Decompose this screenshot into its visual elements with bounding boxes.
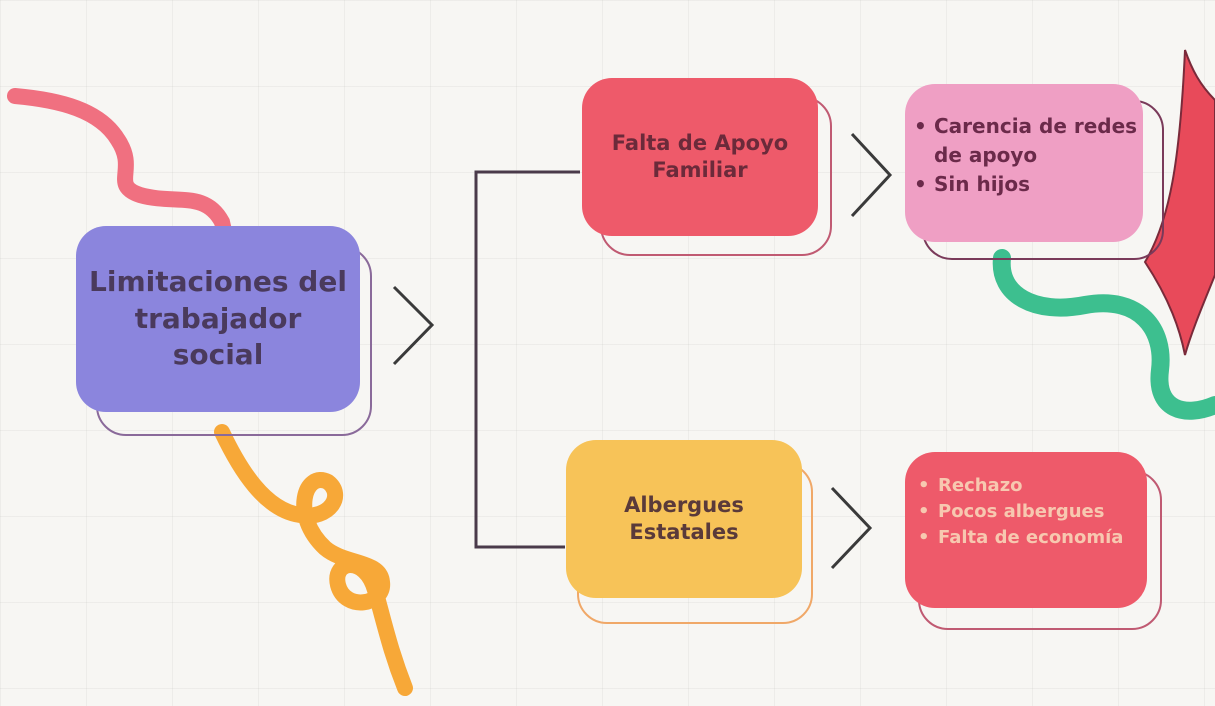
list-item: Carencia de redes de apoyo: [912, 112, 1142, 170]
pink-squiggle-decoration: [7, 88, 233, 243]
green-squiggle-decoration: [992, 249, 1215, 420]
list-item: Pocos albergues: [916, 499, 1146, 525]
branch-2-label: Albergues Estatales: [624, 492, 744, 544]
chevron-right-icon: [830, 486, 873, 570]
main-topic-box: Limitaciones del trabajador social: [76, 226, 360, 412]
main-topic-label: Limitaciones del trabajador social: [89, 265, 347, 372]
branch-1-box: Falta de Apoyo Familiar: [582, 78, 818, 236]
branch-1-details-list: Carencia de redes de apoyo Sin hijos: [912, 112, 1142, 199]
branch-1-label: Falta de Apoyo Familiar: [611, 130, 789, 182]
chevron-right-icon: [850, 132, 893, 218]
red-star-decoration: [1143, 49, 1215, 356]
orange-squiggle-decoration: [214, 424, 413, 696]
branch-2-box: Albergues Estatales: [566, 440, 802, 598]
chevron-right-icon: [392, 285, 435, 366]
list-item: Rechazo: [916, 473, 1146, 499]
branch-2-details-list: Rechazo Pocos albergues Falta de economí…: [916, 473, 1146, 551]
connector-line: [474, 170, 580, 549]
list-item: Falta de economía: [916, 525, 1146, 551]
list-item: Sin hijos: [912, 170, 1142, 199]
